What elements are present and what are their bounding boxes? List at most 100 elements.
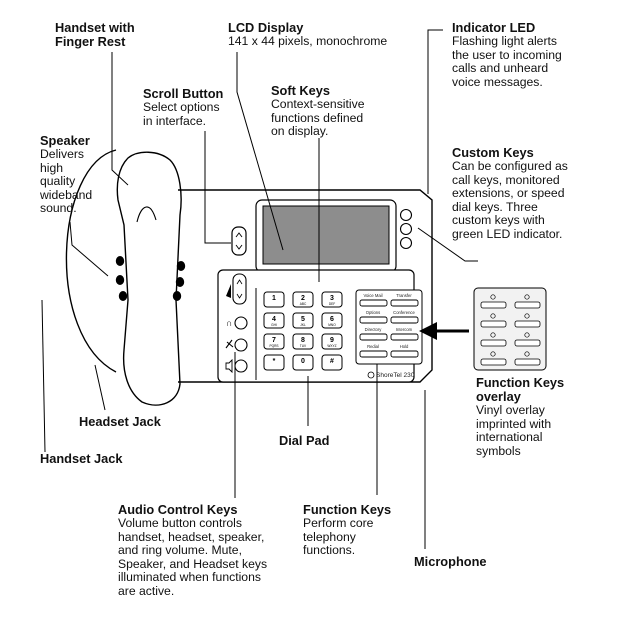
dial-key-12[interactable]: # — [321, 354, 343, 371]
dial-key-number: 6 — [330, 316, 334, 323]
function-key-6[interactable]: Intercom — [390, 327, 419, 341]
lcd-desc: 141 x 44 pixels, monochrome — [228, 34, 388, 48]
brand-label: ShoreTel 230 — [376, 372, 415, 379]
overlay-key-6 — [514, 332, 541, 347]
mute-icon — [225, 339, 234, 349]
callout-handset-jack: Handset Jack — [40, 452, 123, 466]
headset-jack-cord — [94, 364, 106, 411]
custom-title: Custom Keys — [452, 145, 534, 160]
function-key-4[interactable]: Conference — [390, 310, 419, 324]
callout-audio: Audio Control Keys Volume button control… — [118, 503, 267, 599]
function-key-1[interactable]: Voice Mail — [359, 293, 388, 307]
dial-key-number: # — [330, 358, 334, 365]
function-key-label: Options — [366, 310, 380, 315]
function-key-label: Directory — [365, 327, 383, 332]
function-key-label: Hold — [400, 344, 409, 349]
callout-scroll: Scroll Button Select options in interfac… — [143, 87, 223, 128]
speaker-title: Speaker — [40, 133, 90, 148]
function-key-label: Redial — [367, 344, 379, 349]
leader-lines — [69, 29, 478, 549]
dial-key-letters: JKL — [300, 323, 306, 327]
dial-key-number: 1 — [272, 295, 276, 302]
custom-key-2[interactable] — [399, 222, 413, 236]
speaker-icon — [225, 358, 233, 374]
dial-key-letters: TUV — [300, 344, 307, 348]
callout-speaker: Speaker Delivers high quality wideband s… — [40, 134, 92, 216]
dial-key-number: 2 — [301, 295, 305, 302]
function-key-2[interactable]: Transfer — [390, 293, 419, 307]
audio-title: Audio Control Keys — [118, 502, 238, 517]
function-key-label: Transfer — [396, 293, 412, 298]
custom-desc: Can be configured as call keys, monitore… — [452, 159, 568, 241]
custom-key-1[interactable] — [399, 208, 413, 222]
callout-headset-jack: Headset Jack — [79, 415, 161, 429]
mute-key[interactable] — [234, 338, 248, 352]
softkeys-desc: Context-sensitive functions defined on d… — [271, 97, 365, 139]
handset — [116, 151, 182, 406]
callout-softkeys: Soft Keys Context-sensitive functions de… — [271, 84, 364, 139]
overlay-key-4 — [514, 313, 541, 328]
headset-jack-title: Headset Jack — [79, 414, 161, 429]
dial-key-letters: ABC — [300, 302, 307, 306]
overlay-key-5 — [480, 332, 507, 347]
microphone-title: Microphone — [414, 554, 487, 569]
scroll-desc: Select options in interface. — [143, 100, 220, 128]
dial-key-letters: MNO — [328, 323, 336, 327]
function-key-label: Conference — [393, 310, 415, 315]
overlay-key-3 — [480, 313, 507, 328]
overlay-key-7 — [480, 351, 507, 366]
custom-key-3[interactable] — [399, 236, 413, 250]
speaker-grille — [115, 256, 186, 301]
callout-dialpad: Dial Pad — [279, 434, 330, 448]
headset-icon: ∩ — [226, 318, 232, 328]
dial-key-1[interactable]: 1 — [263, 291, 285, 308]
overlay-key-2 — [514, 294, 541, 309]
speaker-key[interactable] — [234, 359, 248, 373]
indicator-desc: Flashing light alerts the user to incomi… — [452, 34, 562, 89]
function-key-label: Intercom — [396, 327, 413, 332]
dial-key-letters: PQRS — [269, 344, 278, 348]
headset-key[interactable] — [234, 316, 248, 330]
dial-key-letters: WXYZ — [327, 344, 336, 348]
scroll-button[interactable] — [231, 226, 247, 256]
function-desc: Perform core telephony functions. — [303, 516, 374, 558]
function-key-label: Voice Mail — [363, 293, 382, 298]
dial-key-number: 5 — [301, 316, 305, 323]
dial-key-11[interactable]: 0 — [292, 354, 314, 371]
function-key-8[interactable]: Hold — [390, 344, 419, 358]
dialpad-title: Dial Pad — [279, 433, 330, 448]
dial-key-number: 8 — [301, 337, 305, 344]
indicator-title: Indicator LED — [452, 20, 536, 35]
volume-button[interactable] — [232, 273, 247, 305]
function-key-3[interactable]: Options — [359, 310, 388, 324]
function-key-7[interactable]: Redial — [359, 344, 388, 358]
dial-key-letters: DEF — [329, 302, 335, 306]
callout-handset: Handset with Finger Rest — [55, 21, 135, 49]
handset-title: Handset with Finger Rest — [55, 20, 135, 49]
overlay-desc: Vinyl overlay imprinted with internation… — [476, 403, 552, 458]
callout-lcd: LCD Display 141 x 44 pixels, monochrome — [228, 21, 387, 49]
dial-key-10[interactable]: * — [263, 354, 285, 371]
lcd-title: LCD Display — [228, 20, 304, 35]
dial-key-number: 4 — [272, 316, 276, 323]
function-key-5[interactable]: Directory — [359, 327, 388, 341]
brand-logo — [367, 371, 375, 379]
dial-key-number: 7 — [272, 337, 276, 344]
dial-key-number: 0 — [301, 358, 305, 365]
audio-desc: Volume button controls handset, headset,… — [118, 516, 268, 598]
handset-jack-cord — [41, 299, 46, 453]
finger-rest — [136, 206, 157, 223]
dial-key-number: 3 — [330, 295, 334, 302]
scroll-title: Scroll Button — [143, 86, 224, 101]
